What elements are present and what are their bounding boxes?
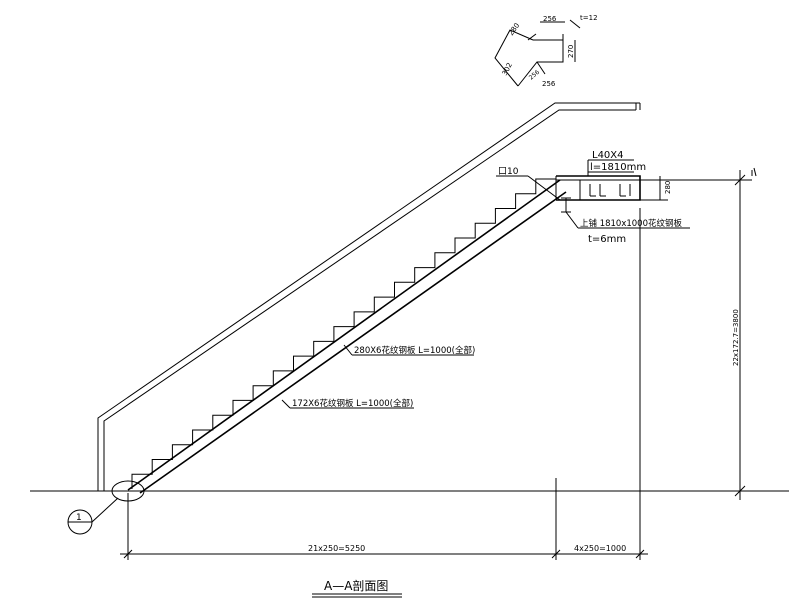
total-height-label: 22x172.7=3800: [732, 309, 740, 366]
detail-callout: [67, 480, 145, 535]
tread-plate-label: 280X6花纹钢板 L=1000(全部): [354, 345, 475, 356]
riser-plate-label: 172X6花纹钢板 L=1000(全部): [292, 398, 413, 409]
detail-dim-bottom: 256: [542, 80, 556, 88]
detail-dim-left-top: 280: [507, 22, 521, 38]
run-length-label: 21x250=5250: [308, 544, 365, 553]
detail-dim-right: 270: [567, 45, 575, 58]
detail-dim-t: t=12: [580, 14, 598, 22]
run-dimension: [120, 208, 648, 560]
tread-profile-detail: [494, 19, 581, 87]
detail-dim-left-mid: 302: [501, 61, 514, 77]
angle-spec-label: L40X4: [592, 150, 624, 161]
drawing-title: A—A剖面图: [324, 579, 388, 593]
platform-length-label: 4x250=1000: [574, 544, 626, 553]
detail-dim-top: 256: [543, 15, 557, 23]
platform-thickness-label: t=6mm: [588, 234, 626, 245]
handrail: [97, 102, 641, 491]
platform-plate-label: 上铺 1810x1000花纹钢板: [580, 218, 682, 229]
leader-lines: [281, 159, 690, 409]
landing-platform: [555, 175, 641, 213]
detail-ref-label: 1: [76, 513, 82, 523]
right-tick: [753, 167, 757, 177]
height-dimension: [640, 170, 753, 500]
platform-height-label: 280: [664, 181, 672, 194]
stair-stringer: [127, 178, 567, 494]
bar-spec-label: 口10: [498, 167, 519, 177]
stair-steps: [131, 178, 556, 489]
angle-length-label: l=1810mm: [590, 162, 646, 173]
